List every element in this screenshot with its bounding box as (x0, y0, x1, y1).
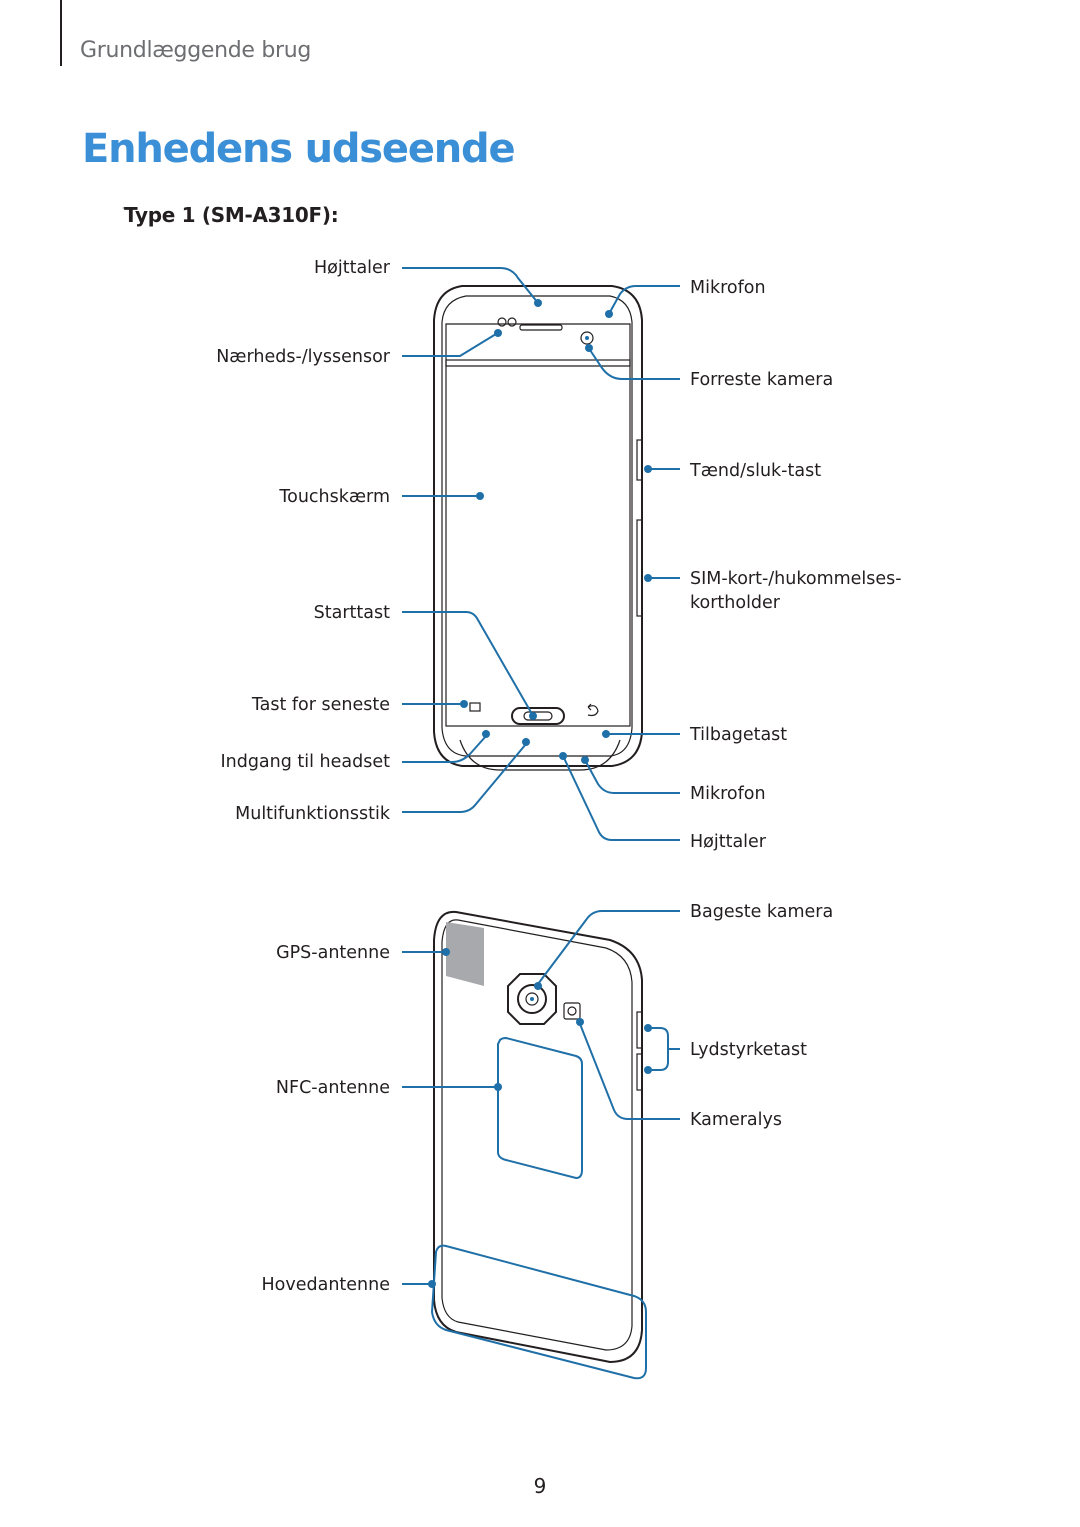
label-flash: Kameralys (690, 1110, 782, 1130)
label-mic-top: Mikrofon (690, 278, 766, 298)
header-rule (60, 0, 62, 66)
back-phone (430, 910, 647, 1380)
page-title: Enhedens udseende (82, 126, 516, 172)
back-labels: GPS-antenne NFC-antenne Hovedantenne Bag… (262, 902, 834, 1295)
label-speaker-top: Højttaler (314, 258, 391, 278)
label-touchscreen: Touchskærm (278, 487, 390, 507)
label-sim-tray-1: SIM-kort-/hukommelses- (690, 569, 902, 589)
touchscreen-area (445, 359, 631, 727)
sensor-left (497, 317, 507, 327)
front-labels-left: Højttaler Nærheds-/lyssensor Touchskærm … (216, 258, 391, 824)
volume-down-edge (636, 1053, 643, 1091)
back-leaders (402, 910, 680, 1288)
gps-antenna-area (446, 922, 484, 986)
label-multipurpose-jack: Multifunktionsstik (235, 804, 391, 824)
label-power-key: Tænd/sluk-tast (689, 461, 821, 481)
power-key-edge (636, 439, 643, 481)
section-title: Grundlæggende brug (80, 38, 312, 63)
sim-tray-edge (636, 519, 643, 617)
front-leaders-left (402, 267, 542, 813)
label-gps-antenna: GPS-antenne (276, 943, 390, 963)
label-speaker-bottom: Højttaler (690, 832, 767, 852)
front-camera-lens (580, 331, 594, 345)
recent-key (469, 702, 481, 712)
flash-unit (563, 1002, 581, 1020)
label-recent-key: Tast for seneste (251, 695, 390, 715)
subtitle-dash: – (122, 200, 129, 216)
page-number: 9 (533, 1474, 547, 1498)
label-sim-tray-2: kortholder (690, 593, 781, 613)
front-labels-right: Mikrofon Forreste kamera Tænd/sluk-tast … (689, 278, 902, 852)
rear-camera-lens (517, 984, 547, 1014)
label-home-key: Starttast (314, 603, 390, 623)
model-subtitle: Type 1 (SM-A310F): (124, 203, 339, 227)
label-nfc-antenna: NFC-antenne (276, 1078, 390, 1098)
rear-camera-housing (507, 973, 557, 1025)
home-key (511, 707, 565, 725)
front-phone (433, 285, 643, 771)
label-rear-camera: Bageste kamera (690, 902, 833, 922)
label-headset-jack: Indgang til headset (220, 752, 390, 772)
label-front-camera: Forreste kamera (690, 370, 833, 390)
main-antenna-area (430, 1244, 647, 1380)
earpiece-speaker (519, 324, 563, 331)
nfc-antenna-area (497, 1036, 583, 1180)
label-main-antenna: Hovedantenne (262, 1275, 391, 1295)
label-mic-bottom: Mikrofon (690, 784, 766, 804)
label-proximity-sensor: Nærheds-/lyssensor (216, 347, 391, 367)
front-leaders-right (559, 285, 680, 841)
sensor-right (507, 317, 517, 327)
label-volume-key: Lydstyrketast (690, 1040, 807, 1060)
volume-up-edge (636, 1011, 643, 1049)
label-back-key: Tilbagetast (689, 725, 787, 745)
back-key (587, 703, 599, 717)
